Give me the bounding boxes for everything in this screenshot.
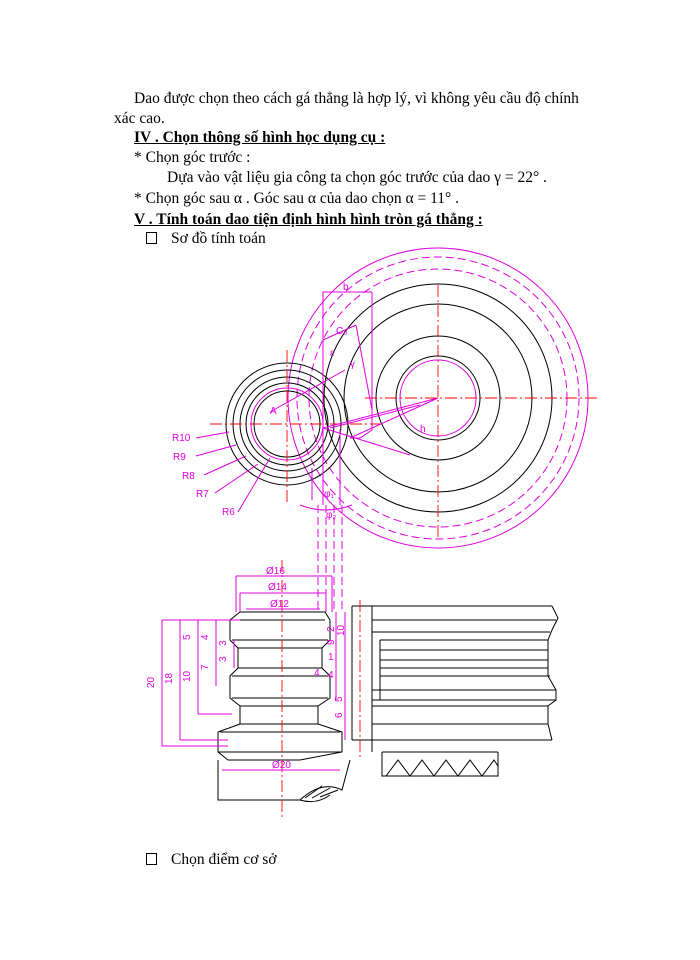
bullet-item-scheme: Sơ đồ tính toán bbox=[146, 229, 266, 249]
label-dia20: Ø20 bbox=[272, 760, 291, 771]
tool-side-view bbox=[351, 600, 559, 777]
section-heading-5: V . Tính toán dao tiện định hình hình tr… bbox=[134, 211, 483, 228]
clearance-angle-text: * Chọn góc sau α . Góc sau α của dao chọ… bbox=[134, 190, 459, 207]
bullet-label: Sơ đồ tính toán bbox=[171, 230, 266, 247]
label-dim-7: 7 bbox=[200, 664, 211, 670]
rake-angle-body: Dựa vào vật liệu gia công ta chọn góc tr… bbox=[167, 169, 547, 186]
label-r6: R6 bbox=[222, 507, 235, 518]
label-dim-10: 10 bbox=[182, 670, 193, 682]
label-b: b bbox=[343, 282, 349, 293]
checkbox-icon bbox=[146, 232, 157, 244]
label-gamma: γ bbox=[350, 359, 355, 370]
angle-labels: b C₀ ε γ A h φ₁ φ₂ bbox=[270, 282, 426, 521]
tool-profile bbox=[269, 291, 439, 511]
label-rdim-5: 5 bbox=[334, 696, 345, 702]
label-dim-3a: 3 bbox=[218, 656, 229, 662]
radius-labels: R10 R9 R8 R7 R6 bbox=[172, 433, 235, 518]
label-epsilon: ε bbox=[330, 348, 335, 359]
label-c0: C₀ bbox=[336, 326, 347, 337]
label-dia16: Ø16 bbox=[266, 566, 285, 577]
label-dim-18: 18 bbox=[164, 672, 175, 684]
right-dimensions: 10 2 9 1 4 4 5 6 bbox=[314, 612, 347, 740]
label-h: h bbox=[420, 424, 426, 435]
radius-leaders bbox=[195, 431, 271, 513]
checkbox-icon bbox=[146, 853, 157, 865]
bullet-item-base-point: Chọn điểm cơ sở bbox=[146, 850, 277, 870]
label-r10: R10 bbox=[172, 433, 191, 444]
label-r9: R9 bbox=[173, 452, 186, 463]
paragraph-line-1: Dao được chọn theo cách gá thẳng là hợp … bbox=[134, 90, 579, 107]
label-r7: R7 bbox=[196, 489, 209, 500]
label-rdim-4b: 4 bbox=[328, 670, 334, 681]
label-dim-20: 20 bbox=[146, 676, 157, 688]
label-dim-3b: 3 bbox=[218, 640, 229, 646]
centerlines bbox=[210, 285, 600, 540]
label-rdim-1: 1 bbox=[328, 652, 334, 663]
label-dia14: Ø14 bbox=[268, 582, 287, 593]
label-dim-4: 4 bbox=[200, 634, 211, 640]
label-dim-5: 5 bbox=[182, 634, 193, 640]
label-phi2: φ₂ bbox=[326, 510, 336, 521]
label-rdim-6: 6 bbox=[334, 712, 345, 718]
left-dimensions: 20 18 10 7 5 4 3 3 bbox=[146, 619, 240, 747]
label-rdim-4a: 4 bbox=[314, 668, 320, 679]
label-phi1: φ₁ bbox=[324, 489, 334, 500]
label-dia12: Ø12 bbox=[270, 599, 289, 610]
label-a: A bbox=[270, 406, 277, 417]
diameter-dimensions: Ø16 Ø14 Ø12 Ø20 bbox=[222, 566, 340, 771]
section-heading-4: IV . Chọn thông số hình học dụng cụ : bbox=[134, 129, 386, 146]
label-rdim-9: 9 bbox=[326, 639, 337, 645]
paragraph-line-2: xác cao. bbox=[114, 110, 165, 127]
label-rdim-2: 2 bbox=[326, 626, 337, 632]
label-r8: R8 bbox=[182, 471, 195, 482]
bullet-label: Chọn điểm cơ sở bbox=[171, 851, 277, 868]
label-rdim-10: 10 bbox=[336, 624, 347, 636]
rake-angle-heading: * Chọn góc trước : bbox=[134, 149, 251, 166]
workpiece-profile bbox=[217, 560, 351, 820]
